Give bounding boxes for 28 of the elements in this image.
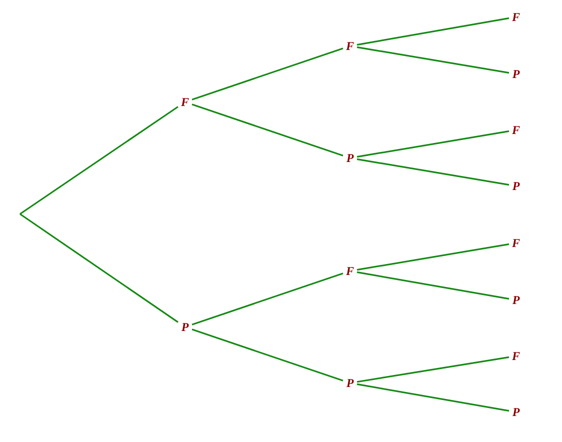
branch-line [356, 356, 510, 383]
outcome-label: P [178, 319, 192, 335]
branch-line [192, 272, 344, 326]
branch-line [356, 158, 510, 186]
outcome-label: P [509, 66, 523, 82]
outcome-label: F [509, 348, 523, 364]
outcome-label: P [509, 404, 523, 420]
outcome-label: F [343, 38, 357, 54]
outcome-label: F [178, 94, 192, 110]
outcome-label: F [509, 122, 523, 138]
branch-line [356, 271, 510, 300]
branch-line [192, 48, 344, 100]
outcome-label: F [509, 9, 523, 25]
branch-line [356, 46, 510, 74]
branch-line [356, 130, 510, 158]
outcome-label: P [509, 292, 523, 308]
outcome-label: F [343, 263, 357, 279]
branch-line [192, 104, 344, 156]
branch-line [192, 328, 344, 382]
branch-line [20, 213, 178, 323]
outcome-label: P [343, 150, 357, 166]
branch-line [356, 17, 510, 46]
branch-line [356, 243, 510, 271]
branch-line [356, 383, 510, 412]
outcome-label: P [509, 178, 523, 194]
outcome-label: F [509, 235, 523, 251]
outcome-label: P [343, 375, 357, 391]
branch-line [20, 106, 178, 215]
